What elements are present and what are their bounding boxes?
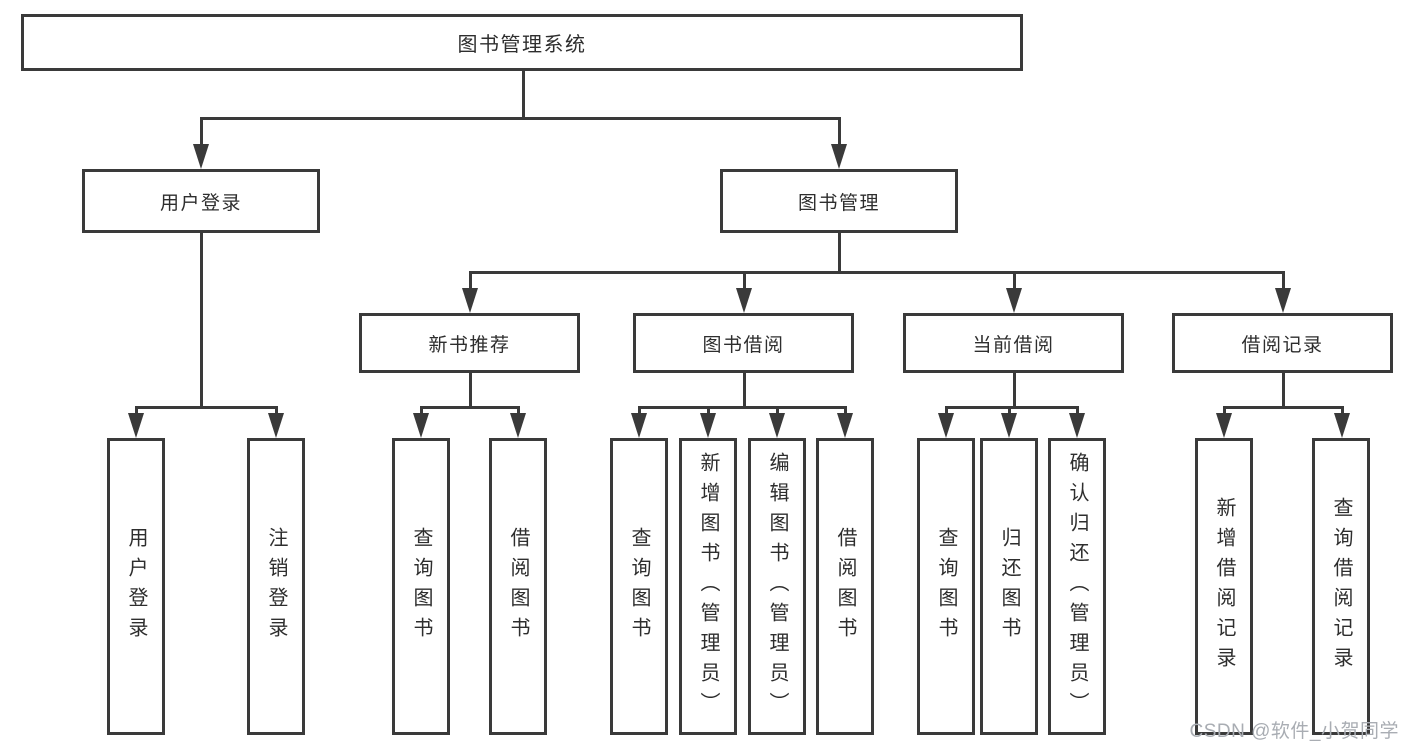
leaf-return-books: 归还图书 [980, 438, 1038, 735]
arrow-down-icon [1334, 413, 1350, 438]
connector-current-borrow-stem [1012, 373, 1016, 407]
connector-new-book-recommend-hline [419, 405, 520, 409]
leaf-query-borrow-record-label: 查询借阅记录 [1330, 496, 1352, 677]
arrow-down-icon [631, 413, 647, 438]
connector-to-new-book-recommend [468, 272, 472, 290]
arrow-down-icon [193, 144, 209, 169]
arrow-down-icon [413, 413, 429, 438]
leaf-query-books-current-label: 查询图书 [935, 526, 957, 647]
leaf-edit-books-admin-label: 编辑图书（管理员） [766, 451, 788, 722]
leaf-return-books-label: 归还图书 [998, 526, 1020, 647]
node-new-book-recommend: 新书推荐 [359, 313, 580, 373]
connector-to-current-borrow [1012, 272, 1016, 290]
connector-borrow-records-hline [1222, 405, 1344, 409]
leaf-edit-books-admin: 编辑图书（管理员） [748, 438, 806, 735]
node-current-borrow-label: 当前借阅 [972, 334, 1055, 356]
connector-root-stem [521, 71, 525, 118]
connector-book-management-hline [468, 270, 1285, 274]
leaf-logout: 注销登录 [247, 438, 305, 735]
leaf-add-books-admin-label: 新增图书（管理员） [697, 451, 719, 722]
node-user-login: 用户登录 [82, 169, 320, 233]
connector-book-borrow-stem [742, 373, 746, 407]
connector-to-borrow-records [1281, 272, 1285, 290]
connector-book-management-stem [837, 233, 841, 272]
arrow-down-icon [769, 413, 785, 438]
arrow-down-icon [1069, 413, 1085, 438]
leaf-query-borrow-record: 查询借阅记录 [1312, 438, 1370, 735]
leaf-user-login-label: 用户登录 [125, 526, 147, 647]
connector-book-borrow-hline [637, 405, 847, 409]
arrow-down-icon [268, 413, 284, 438]
arrow-down-icon [938, 413, 954, 438]
arrow-down-icon [831, 144, 847, 169]
node-root: 图书管理系统 [21, 14, 1023, 71]
leaf-confirm-return-admin-label: 确认归还（管理员） [1066, 451, 1088, 722]
arrow-down-icon [736, 288, 752, 313]
node-new-book-recommend-label: 新书推荐 [428, 334, 511, 356]
node-book-management: 图书管理 [720, 169, 958, 233]
arrow-down-icon [510, 413, 526, 438]
leaf-user-login: 用户登录 [107, 438, 165, 735]
arrow-down-icon [462, 288, 478, 313]
leaf-logout-label: 注销登录 [265, 526, 287, 647]
connector-to-book-borrow [742, 272, 746, 290]
arrow-down-icon [128, 413, 144, 438]
node-borrow-records-label: 借阅记录 [1241, 334, 1324, 356]
arrow-down-icon [1001, 413, 1017, 438]
leaf-query-books-borrow: 查询图书 [610, 438, 668, 735]
node-current-borrow: 当前借阅 [903, 313, 1124, 373]
node-user-login-label: 用户登录 [159, 192, 242, 214]
leaf-query-books-recommend: 查询图书 [392, 438, 450, 735]
node-root-label: 图书管理系统 [457, 34, 587, 56]
node-book-borrow: 图书借阅 [633, 313, 854, 373]
leaf-add-borrow-record: 新增借阅记录 [1195, 438, 1253, 735]
arrow-down-icon [1006, 288, 1022, 313]
leaf-borrow-books-recommend-label: 借阅图书 [507, 526, 529, 647]
leaf-add-borrow-record-label: 新增借阅记录 [1213, 496, 1235, 677]
node-borrow-records: 借阅记录 [1172, 313, 1393, 373]
connector-borrow-records-stem [1281, 373, 1285, 407]
connector-user-login-stem [199, 233, 203, 407]
leaf-borrow-books-label: 借阅图书 [834, 526, 856, 647]
connector-root-hline [199, 116, 841, 120]
connector-to-user-login [199, 118, 203, 150]
csdn-watermark: CSDN @软件_小贺同学 [1189, 721, 1399, 742]
arrow-down-icon [1216, 413, 1232, 438]
node-book-management-label: 图书管理 [797, 192, 880, 214]
arrow-down-icon [700, 413, 716, 438]
node-book-borrow-label: 图书借阅 [702, 334, 785, 356]
leaf-query-books-borrow-label: 查询图书 [628, 526, 650, 647]
leaf-query-books-recommend-label: 查询图书 [410, 526, 432, 647]
leaf-borrow-books-recommend: 借阅图书 [489, 438, 547, 735]
leaf-query-books-current: 查询图书 [917, 438, 975, 735]
connector-new-book-recommend-stem [468, 373, 472, 407]
connector-user-login-hline [134, 405, 278, 409]
arrow-down-icon [837, 413, 853, 438]
connector-current-borrow-hline [944, 405, 1079, 409]
arrow-down-icon [1275, 288, 1291, 313]
leaf-add-books-admin: 新增图书（管理员） [679, 438, 737, 735]
leaf-confirm-return-admin: 确认归还（管理员） [1048, 438, 1106, 735]
connector-to-book-management [837, 118, 841, 150]
leaf-borrow-books: 借阅图书 [816, 438, 874, 735]
